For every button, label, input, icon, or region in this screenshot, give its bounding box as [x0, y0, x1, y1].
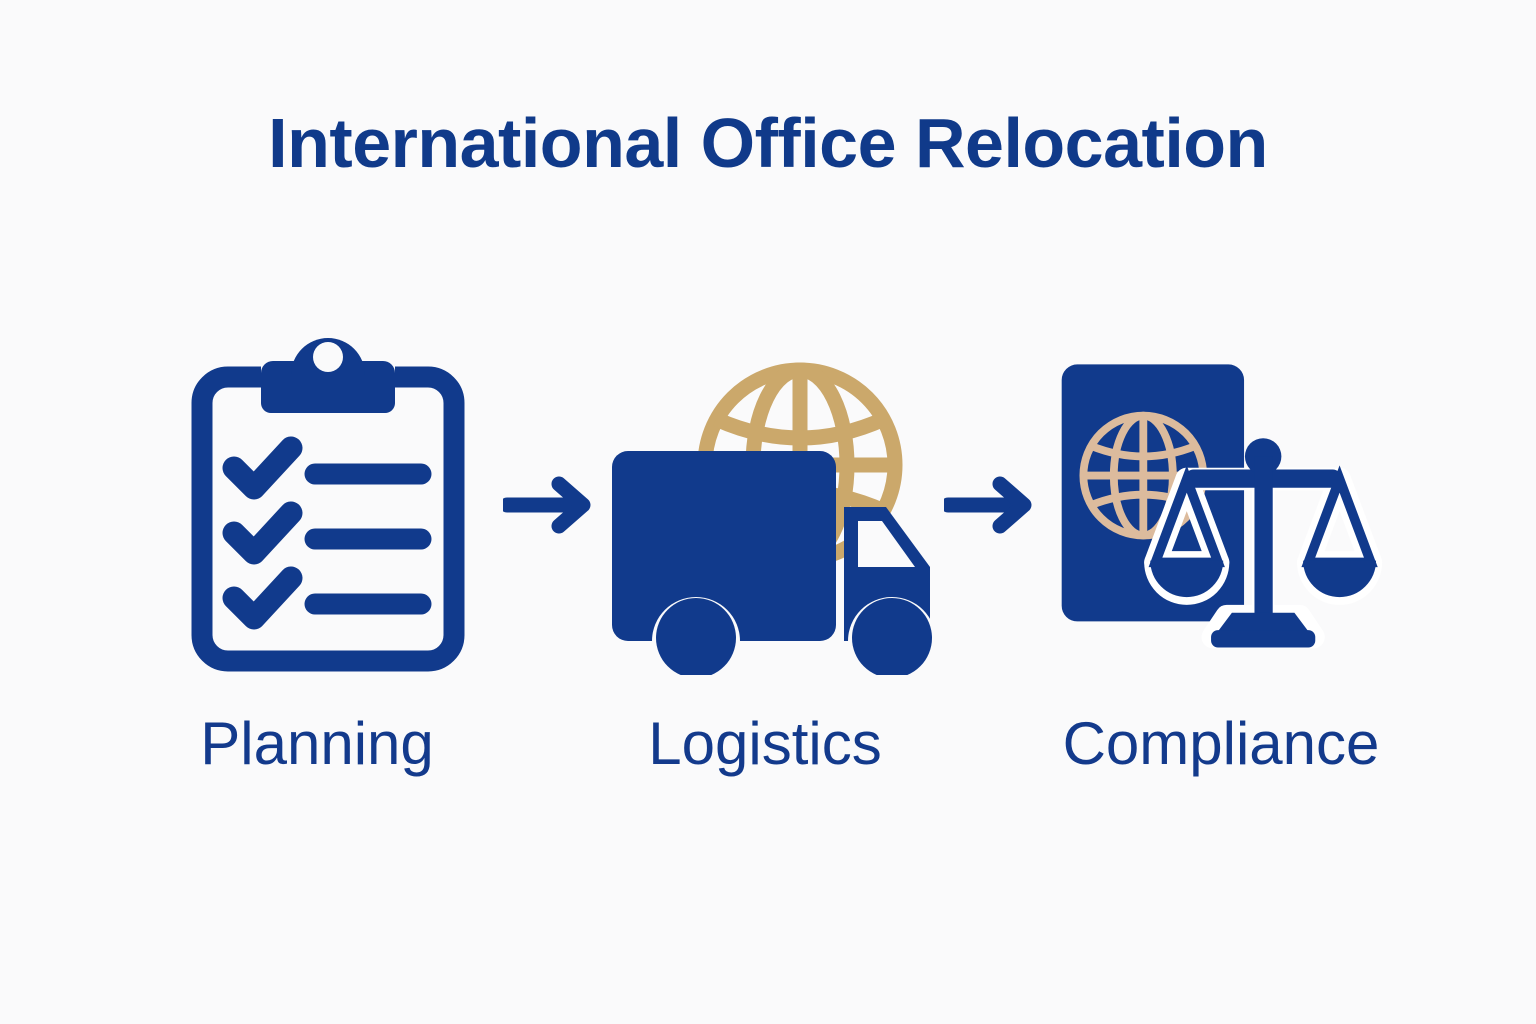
scales-of-justice-icon: [1144, 437, 1383, 648]
flow-connector-2: [934, 330, 1049, 680]
page-title: International Office Relocation: [268, 104, 1268, 182]
flow-connector-1: [493, 330, 608, 680]
delivery-truck-globe-icon: [612, 362, 934, 675]
arrow-right-icon: [943, 476, 1031, 534]
clipboard-checklist-icon: [191, 338, 465, 672]
flow-step-label-compliance: Compliance: [1062, 710, 1380, 777]
process-flow: Planning: [0, 330, 1536, 800]
passport-scales-icon-wrap: [1053, 330, 1383, 680]
flow-step-label-planning: Planning: [200, 710, 434, 777]
flow-step-label-logistics: Logistics: [648, 710, 882, 777]
flow-step-planning[interactable]: Planning: [163, 330, 493, 774]
flow-step-compliance[interactable]: Compliance: [1053, 330, 1383, 774]
clipboard-checklist-icon-wrap: [163, 330, 493, 680]
arrow-right-icon: [502, 476, 590, 534]
delivery-truck-globe-icon-wrap: [604, 330, 934, 680]
passport-scales-icon: [1061, 363, 1383, 648]
truck-icon: [612, 451, 934, 675]
flow-step-logistics[interactable]: Logistics: [604, 330, 934, 774]
